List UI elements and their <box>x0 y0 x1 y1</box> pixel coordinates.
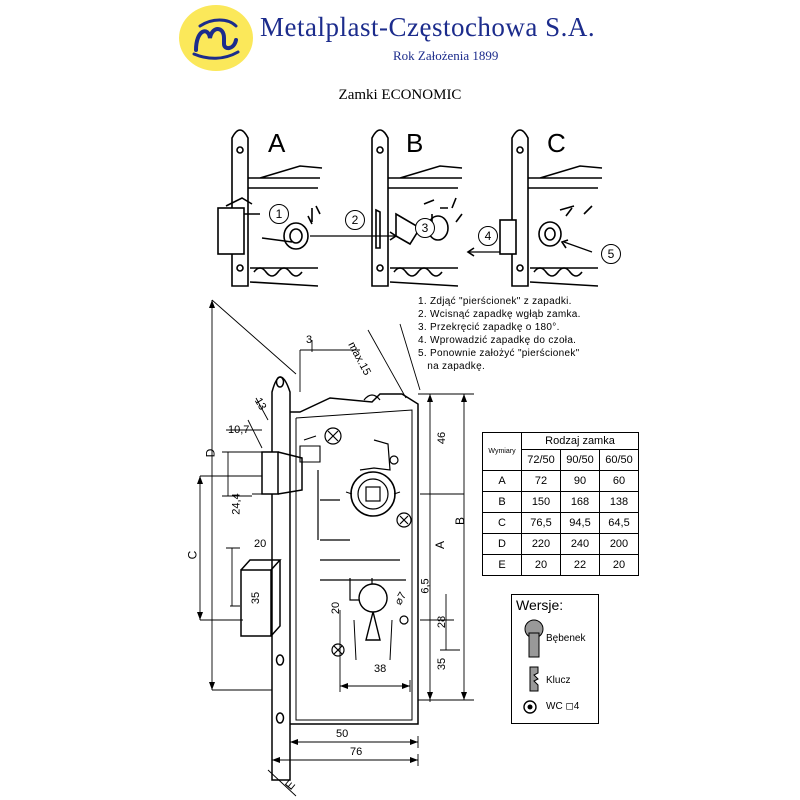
dim-10-7: 10,7 <box>228 424 250 436</box>
dim-d: D <box>203 448 218 458</box>
table-cell: 22 <box>560 554 600 576</box>
dim-3: 3 <box>306 334 313 346</box>
dim-50: 50 <box>336 728 349 740</box>
callout-5: 5 <box>601 244 621 264</box>
table-cell: 20 <box>521 554 561 576</box>
dim-max15: max.15 <box>345 340 373 378</box>
dim-28: 28 <box>436 615 449 629</box>
col-header: 72/50 <box>521 449 561 471</box>
callout-1: 1 <box>269 204 289 224</box>
callout-3: 3 <box>415 218 435 238</box>
panel-c <box>466 129 603 287</box>
panel-a-label: A <box>268 128 286 158</box>
dim-76: 76 <box>350 746 363 758</box>
table-cell: 138 <box>599 491 639 513</box>
table-cell: 200 <box>599 533 639 555</box>
table-cell: 90 <box>560 470 600 492</box>
table-cell: 64,5 <box>599 512 639 534</box>
group-header: Rodzaj zamka <box>521 432 639 450</box>
dimensions-table: Wymiary Rodzaj zamka 72/50 90/50 60/50 A… <box>482 432 639 576</box>
dim-38: 38 <box>374 663 387 675</box>
table-cell: 20 <box>599 554 639 576</box>
screw-heads <box>324 427 412 657</box>
dim-20-mid: 20 <box>330 601 343 615</box>
founded-line: Rok Założenia 1899 <box>393 48 499 63</box>
row-header: Wymiary <box>482 432 522 471</box>
versions-title: Wersje: <box>516 597 564 613</box>
dim-46: 46 <box>436 431 449 445</box>
version-wc: WC ◻4 <box>546 701 580 712</box>
dim-c: C <box>185 550 200 560</box>
assembly-instructions: 1. Zdjąć "pierścionek" z zapadki. 2. Wci… <box>418 296 581 372</box>
dim-13: 13 <box>251 395 269 413</box>
row-label: D <box>482 533 522 555</box>
table-cell: 60 <box>599 470 639 492</box>
dim-b: B <box>453 516 468 526</box>
company-logo <box>179 5 253 71</box>
wc-icon <box>523 700 537 714</box>
row-label: C <box>482 512 522 534</box>
table-cell: 76,5 <box>521 512 561 534</box>
company-name: Metalplast-Częstochowa S.A. <box>260 12 596 42</box>
dim-35-right: 35 <box>436 657 449 671</box>
panel-a <box>217 129 323 287</box>
row-label: B <box>482 491 522 513</box>
table-cell: 94,5 <box>560 512 600 534</box>
dim-a: A <box>433 540 448 550</box>
callout-4: 4 <box>478 226 498 246</box>
dim-20-top: 20 <box>254 538 267 550</box>
version-key: Klucz <box>546 675 571 686</box>
step-panels <box>217 129 603 287</box>
row-label: E <box>482 554 522 576</box>
panel-c-label: C <box>547 128 566 158</box>
dim-6-5: 6,5 <box>419 578 432 594</box>
dim-7: ⌀7 <box>392 590 410 608</box>
dim-e: E <box>282 777 298 793</box>
dim-35-left: 35 <box>250 591 263 605</box>
key-icon <box>529 666 539 692</box>
col-header: 60/50 <box>599 449 639 471</box>
table-cell: 72 <box>521 470 561 492</box>
cylinder-icon <box>524 619 544 658</box>
row-label: A <box>482 470 522 492</box>
callout-2: 2 <box>345 210 365 230</box>
table-cell: 220 <box>521 533 561 555</box>
col-header: 90/50 <box>560 449 600 471</box>
table-cell: 150 <box>521 491 561 513</box>
versions-box: Wersje: Bębenek Klucz WC ◻4 <box>511 594 599 724</box>
table-cell: 168 <box>560 491 600 513</box>
panel-b-label: B <box>406 128 424 158</box>
table-cell: 240 <box>560 533 600 555</box>
page-subtitle: Zamki ECONOMIC <box>338 87 462 103</box>
dim-24-4: 24,4 <box>230 493 243 515</box>
version-cylinder: Bębenek <box>546 633 586 644</box>
panel-b <box>310 129 463 287</box>
